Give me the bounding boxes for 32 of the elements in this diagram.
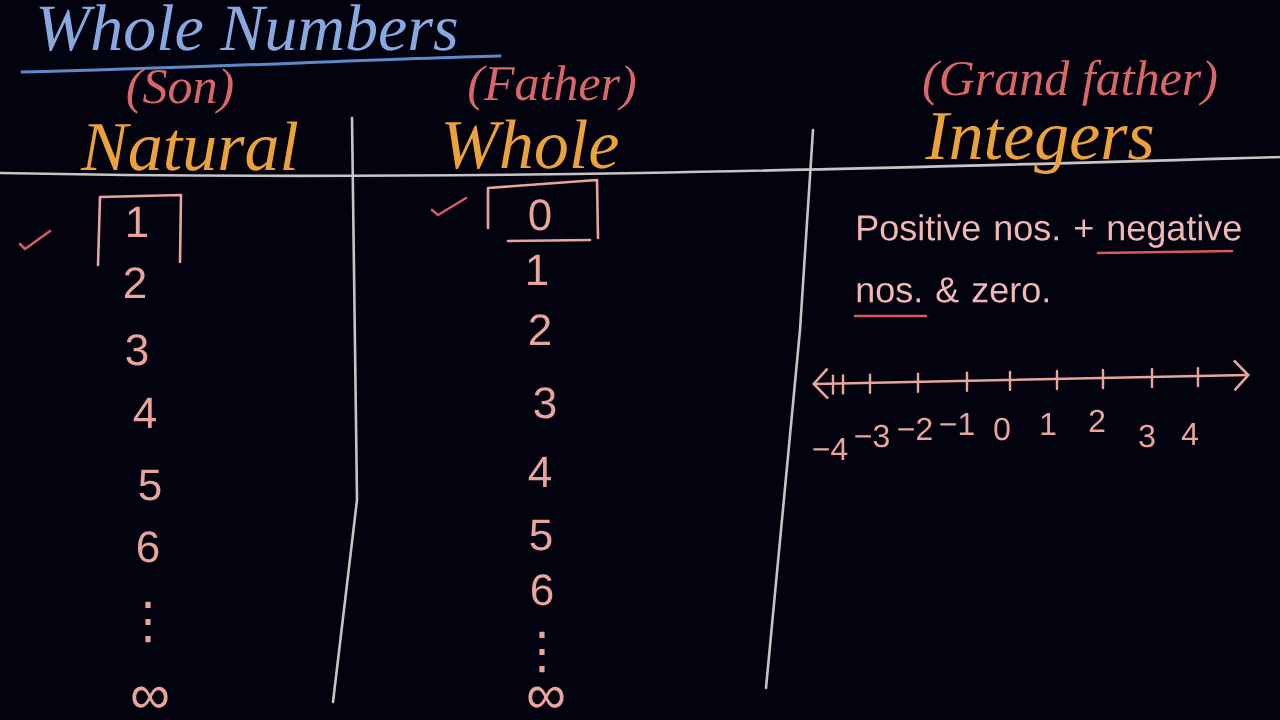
tick-label: −2 (898, 417, 932, 440)
infinity-label: ∞ (528, 686, 564, 708)
tick-label: 3 (1139, 424, 1155, 448)
column-heading: Natural (80, 121, 298, 171)
tick-label: −4 (813, 438, 848, 460)
relation-note: (Grand father) (923, 59, 1217, 106)
number-label: 4 (528, 456, 551, 487)
number-label: 3 (534, 387, 556, 419)
number-label: 4 (133, 397, 156, 428)
ellipsis-mark: ⋮ (145, 601, 151, 643)
tick-label: 1 (1041, 413, 1056, 435)
number-label: 5 (139, 469, 161, 501)
title: Whole Numbers (39, 4, 457, 51)
relation-note: (Father) (469, 65, 636, 111)
number-label: 3 (126, 334, 148, 366)
boxed-number: 0 (486, 178, 600, 243)
number-label: 2 (530, 314, 551, 345)
tick-label: 0 (994, 417, 1010, 441)
tick-label: 2 (1089, 409, 1105, 432)
tick-label: −1 (940, 413, 974, 435)
number-label: 5 (530, 519, 552, 551)
tick-label: −3 (855, 424, 889, 448)
relation-note: (Son) (127, 68, 233, 114)
infinity-label: ∞ (132, 686, 168, 708)
number-label: 2 (125, 267, 146, 298)
number-label: 6 (138, 531, 159, 563)
ellipsis-mark: ⋮ (539, 631, 545, 673)
tick-label: 4 (1181, 423, 1198, 445)
definition-text: Positive nos. + negative nos. & zero. (853, 214, 1241, 318)
number-label: 6 (532, 574, 553, 606)
boxed-number: 1 (96, 193, 183, 267)
column-heading: Integers (925, 113, 1153, 174)
